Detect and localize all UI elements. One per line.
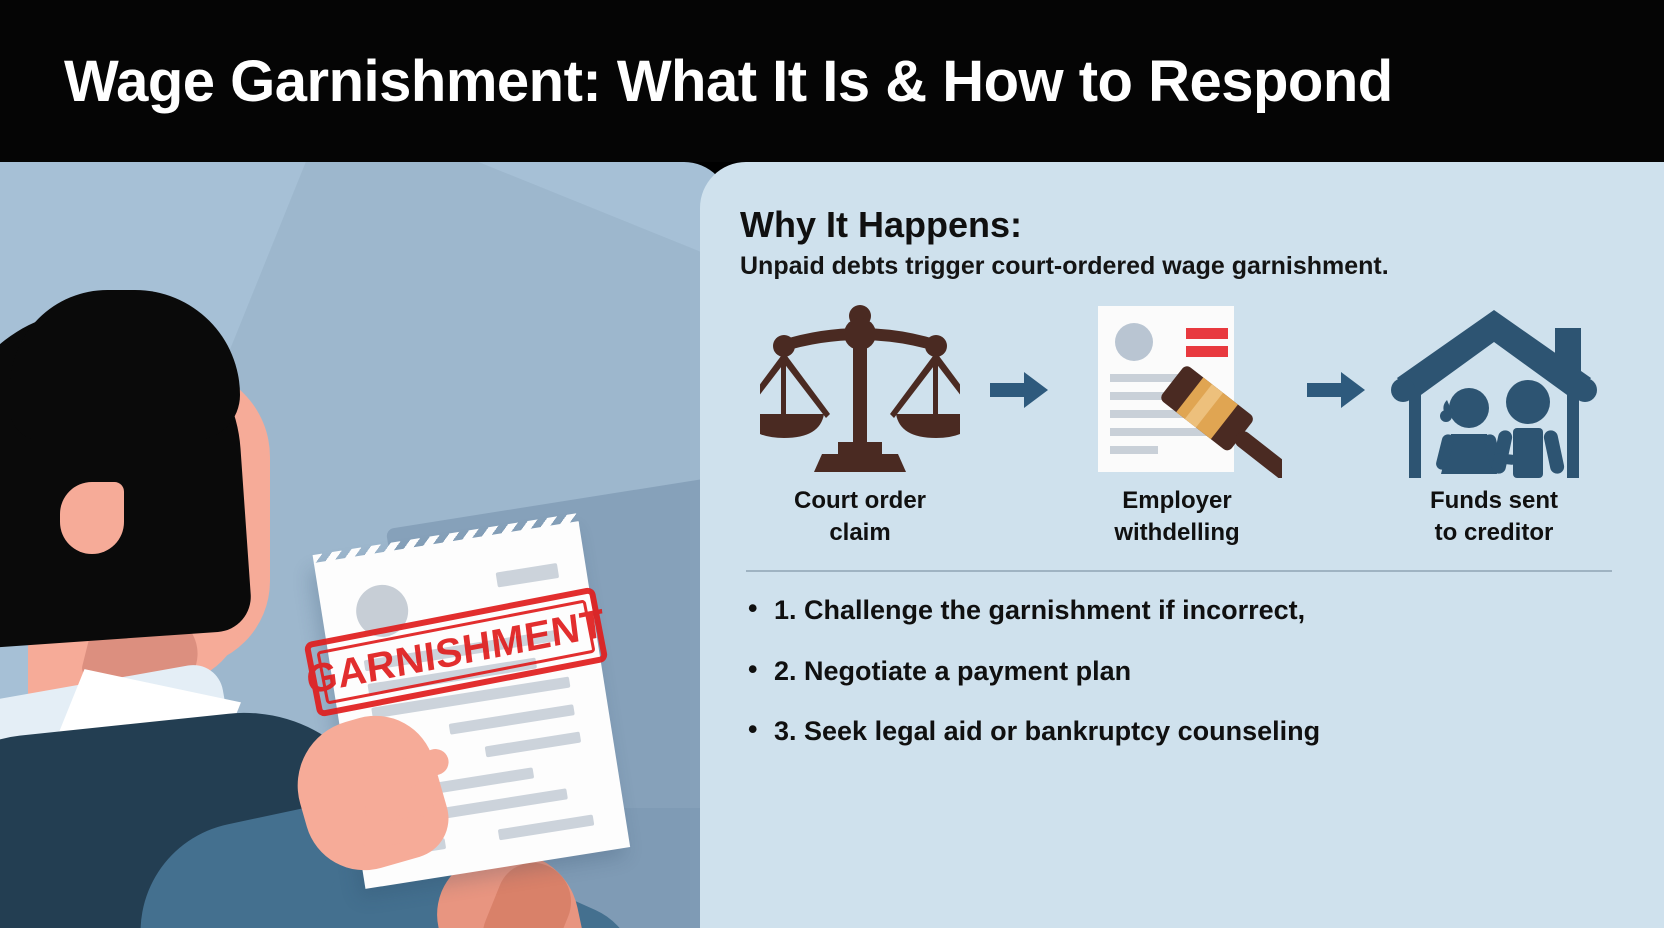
- content-panel: Why It Happens: Unpaid debts trigger cou…: [700, 162, 1664, 928]
- document-line: [495, 562, 560, 588]
- bullet-icon: •: [748, 653, 758, 684]
- flow-label-line2: claim: [829, 518, 891, 546]
- arrow-right-icon: [987, 301, 1051, 479]
- flow-label-line1: Funds sent: [1429, 487, 1558, 514]
- section-title: Why It Happens:: [740, 204, 1023, 245]
- flow-label-line1: Court order: [794, 487, 926, 514]
- hair-top: [10, 290, 240, 440]
- header-bar: Wage Garnishment: What It Is & How to Re…: [0, 0, 1664, 162]
- scales-of-justice-icon: [760, 301, 960, 479]
- document-gavel-icon: [1072, 301, 1282, 479]
- list-item: • 1. Challenge the garnishment if incorr…: [748, 594, 1618, 626]
- flow-label-line2: withdelling: [1114, 518, 1240, 546]
- list-item-text: 2. Negotiate a payment plan: [774, 655, 1132, 686]
- document-line: [484, 731, 582, 758]
- flow-step-employer-withholding: Employer withdelling: [1061, 301, 1293, 548]
- list-item-text: 1. Challenge the garnishment if incorrec…: [774, 595, 1306, 626]
- house-family-icon: [1391, 301, 1597, 479]
- illustration-panel: GARNISHMENT: [0, 162, 730, 928]
- flow-step-funds-sent: Funds sent to creditor: [1378, 301, 1610, 548]
- list-item: • 2. Negotiate a payment plan: [748, 653, 1618, 687]
- bullet-icon: •: [748, 593, 758, 624]
- ear: [60, 482, 124, 554]
- document-line: [497, 814, 595, 841]
- process-flow: Court order claim: [740, 301, 1618, 548]
- list-item: • 3. Seek legal aid or bankruptcy counse…: [748, 714, 1618, 747]
- list-item-text: 3. Seek legal aid or bankruptcy counseli…: [774, 716, 1321, 747]
- document-line: [448, 704, 575, 735]
- page-title: Wage Garnishment: What It Is & How to Re…: [64, 48, 1393, 114]
- bullet-icon: •: [748, 714, 758, 745]
- flow-step-label: Funds sent to creditor: [1430, 485, 1558, 548]
- response-steps-list: • 1. Challenge the garnishment if incorr…: [740, 594, 1618, 747]
- flow-step-label: Court order claim: [794, 485, 926, 548]
- section-divider: [746, 570, 1612, 573]
- arrow-right-icon: [1304, 301, 1368, 479]
- section-subtitle: Unpaid debts trigger court-ordered wage …: [740, 252, 1389, 280]
- flow-step-court-order: Court order claim: [744, 301, 976, 548]
- flow-step-label: Employer withdelling: [1114, 485, 1239, 548]
- flow-label-line2: to creditor: [1434, 518, 1554, 546]
- flow-label-line1: Employer: [1122, 487, 1232, 514]
